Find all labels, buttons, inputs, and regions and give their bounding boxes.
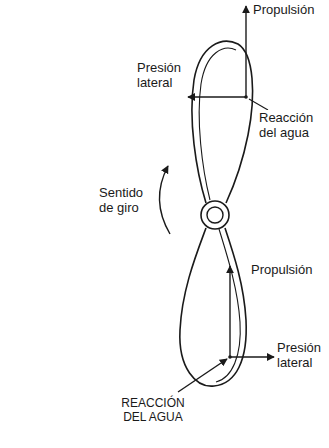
blade-edge — [199, 48, 236, 200]
force-label: Reacción del agua — [258, 110, 324, 140]
reaction-arrow — [178, 359, 227, 392]
lateral-arrow — [230, 356, 274, 357]
lateral-arrow — [188, 96, 246, 97]
propeller-blade — [180, 228, 246, 386]
force-label: Presión lateral — [276, 340, 326, 370]
rotation-label: Sentido de giro — [98, 185, 152, 215]
force-label: REACCIÓN DEL AGUA — [112, 396, 194, 424]
force-point — [244, 95, 248, 99]
force-label: Propulsión — [252, 2, 315, 17]
blade-edge — [216, 229, 240, 382]
hub-bore — [207, 207, 223, 223]
propeller-blade — [192, 41, 253, 203]
rotation-arrow — [159, 166, 170, 234]
thrust-arrow — [229, 266, 230, 357]
force-point — [228, 355, 232, 359]
thrust-arrow — [245, 6, 246, 97]
reaction-leader — [249, 99, 268, 110]
propeller-hub — [201, 201, 229, 229]
force-label: Propulsión — [250, 262, 313, 277]
force-label: Presión lateral — [136, 60, 190, 90]
